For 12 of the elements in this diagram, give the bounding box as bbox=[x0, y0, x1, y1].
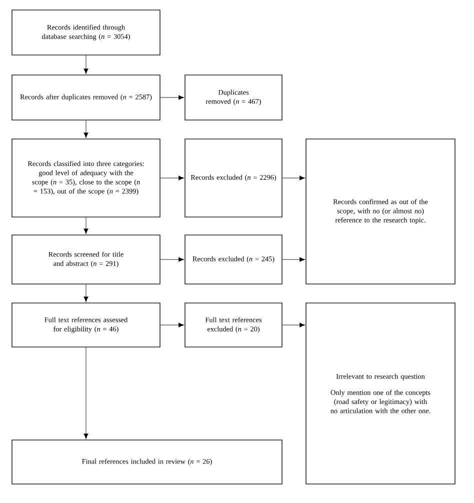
arrow bbox=[282, 257, 305, 262]
arrow bbox=[160, 176, 184, 180]
arrow bbox=[84, 55, 88, 74]
arrow bbox=[84, 284, 88, 302]
arrow bbox=[84, 347, 88, 439]
arrow bbox=[282, 176, 305, 180]
arrow bbox=[84, 217, 88, 234]
arrow bbox=[160, 322, 184, 328]
arrow bbox=[84, 120, 88, 138]
arrow bbox=[160, 257, 184, 262]
arrow bbox=[282, 322, 305, 328]
arrow bbox=[160, 95, 184, 100]
